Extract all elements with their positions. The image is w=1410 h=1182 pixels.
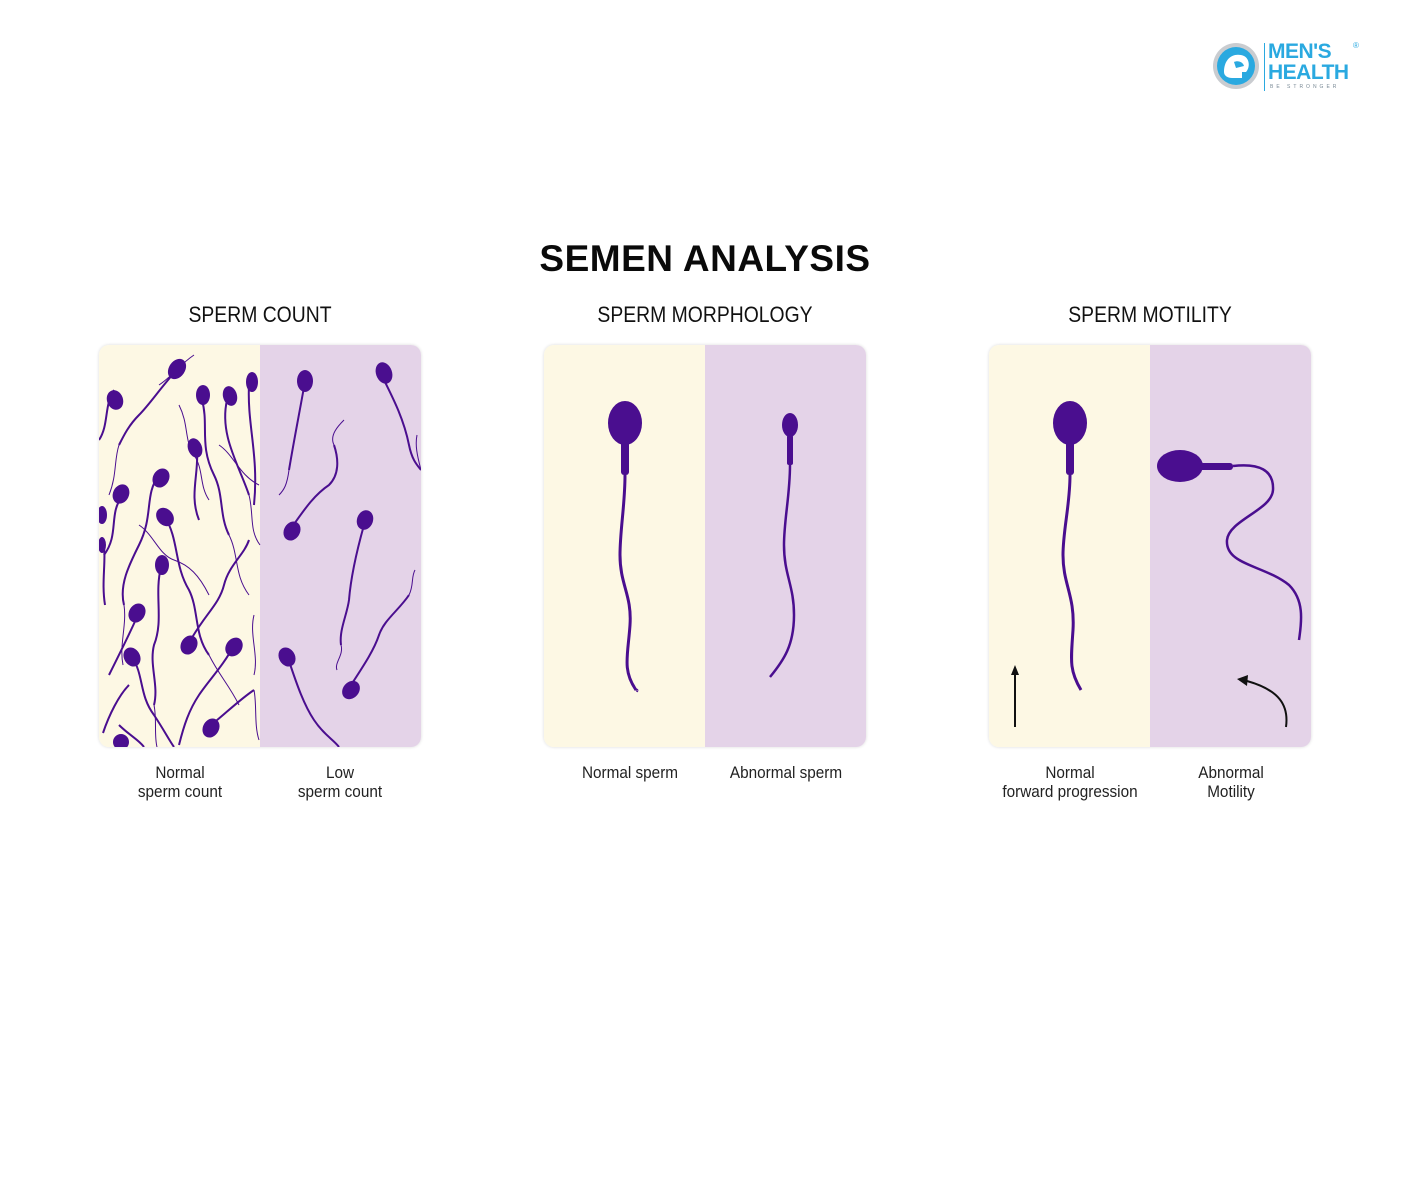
sperm-motility-panel <box>989 345 1311 747</box>
caption-low-sperm-count: Low sperm count <box>297 763 383 801</box>
sperm-count-illustration <box>99 345 421 747</box>
sperm-motility-title: SPERM MOTILITY <box>1068 302 1232 327</box>
sperm-count-title: SPERM COUNT <box>188 302 332 327</box>
logo-line2: HEALTH <box>1268 61 1349 84</box>
sperm-morphology-illustration <box>544 345 866 747</box>
logo-line1: MEN'S <box>1268 40 1332 63</box>
logo-registered: ® <box>1353 41 1359 50</box>
sperm-count-panel <box>99 345 421 747</box>
curved-arrow-icon <box>1237 675 1288 728</box>
caption-normal-sperm-count: Normal sperm count <box>137 763 223 801</box>
sperm-icon <box>769 413 798 678</box>
sperm-icon <box>608 401 642 693</box>
logo-tagline: BE STRONGER <box>1270 84 1340 90</box>
sperm-morphology-panel <box>544 345 866 747</box>
mens-health-logo: MEN'S HEALTH ® BE STRONGER <box>1212 40 1362 96</box>
sperm-icon <box>1157 450 1303 641</box>
sperm-motility-illustration <box>989 345 1311 747</box>
logo-divider <box>1264 43 1265 91</box>
straight-arrow-icon <box>1011 665 1019 727</box>
helmet-logo-icon <box>1213 43 1259 89</box>
sperm-icon <box>1053 401 1087 691</box>
page-title: SEMEN ANALYSIS <box>539 238 871 279</box>
caption-abnormal-motility: Abnormal Motility <box>1198 763 1264 801</box>
caption-normal-forward-progression: Normal forward progression <box>1002 763 1138 801</box>
caption-abnormal-sperm: Abnormal sperm <box>729 763 843 782</box>
caption-normal-sperm: Normal sperm <box>581 763 679 782</box>
sperm-morphology-title: SPERM MORPHOLOGY <box>597 302 813 327</box>
